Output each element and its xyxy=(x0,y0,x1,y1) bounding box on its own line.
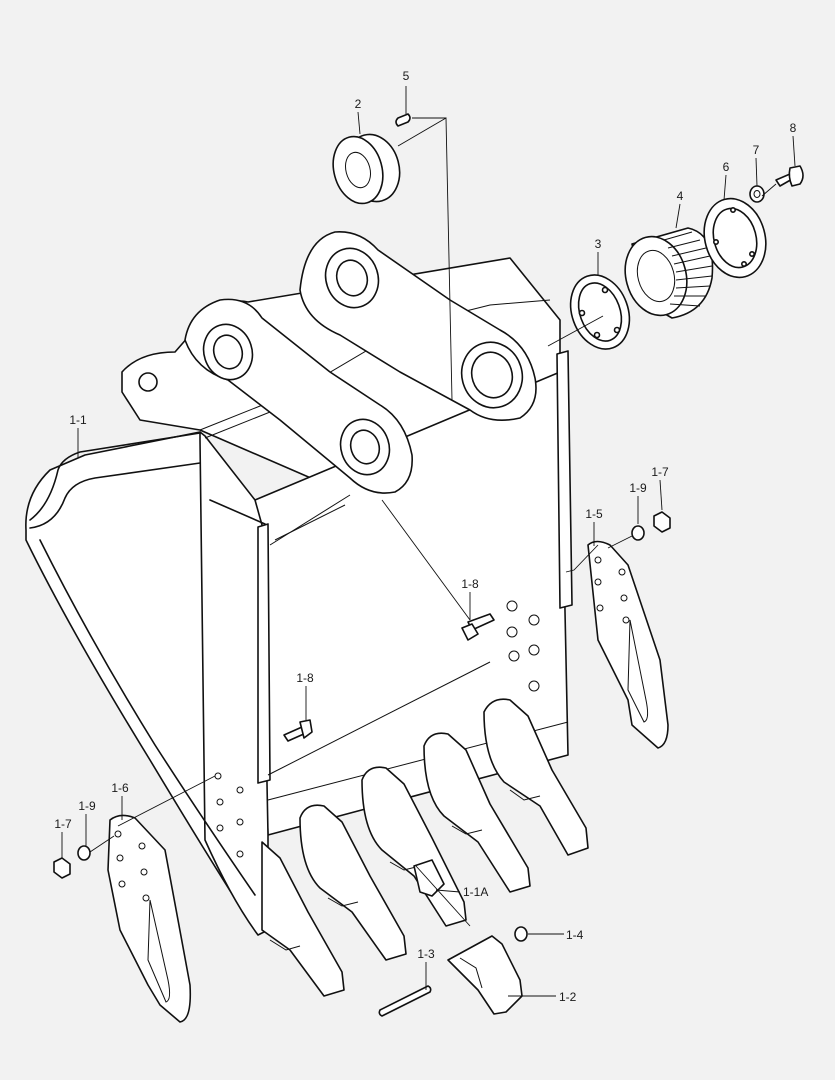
tooth-4 xyxy=(423,732,531,893)
callout-1-8-lower: 1-8 xyxy=(296,671,314,685)
callout-8: 8 xyxy=(790,121,797,135)
callout-5: 5 xyxy=(403,69,410,83)
bolt-8 xyxy=(775,165,804,187)
lock-1-4 xyxy=(514,926,528,942)
callout-1-6: 1-6 xyxy=(111,781,129,795)
callout-1-4: 1-4 xyxy=(566,928,584,942)
callout-1-8-upper: 1-8 xyxy=(461,577,479,591)
side-cutter-1-5 xyxy=(587,540,669,749)
back-plate-hole xyxy=(138,372,158,392)
callout-1-3: 1-3 xyxy=(417,947,435,961)
mounting-holes xyxy=(214,600,540,858)
callout-1-1: 1-1 xyxy=(69,413,87,427)
callout-2: 2 xyxy=(355,97,362,111)
callout-1-7-right: 1-7 xyxy=(651,465,669,479)
washer-1-9-right xyxy=(631,525,645,541)
left-wear-strip xyxy=(257,523,271,784)
bucket-teeth xyxy=(261,698,589,1017)
side-cutter-1-6 xyxy=(107,814,192,1023)
retaining-ring-6 xyxy=(703,197,767,279)
tooth-1 xyxy=(261,841,345,997)
washer-7 xyxy=(749,185,765,203)
leader-lines xyxy=(61,86,796,997)
nut-1-7-left xyxy=(53,857,71,879)
callout-1-2: 1-2 xyxy=(559,990,577,1004)
right-wear-strip xyxy=(556,350,573,609)
callout-4: 4 xyxy=(677,189,684,203)
pin-5 xyxy=(395,113,411,127)
tooth-2 xyxy=(299,804,407,961)
callout-1-5: 1-5 xyxy=(585,507,603,521)
callout-1-7-left: 1-7 xyxy=(54,817,72,831)
callout-1-1A: 1-1A xyxy=(463,885,488,899)
tooth-1-2 xyxy=(447,935,523,1015)
shim-ring-3 xyxy=(569,274,631,350)
hardware-left xyxy=(53,845,91,879)
flanged-bushing-2 xyxy=(332,133,401,205)
tooth-5 xyxy=(483,698,589,856)
hardware-right xyxy=(283,511,671,742)
pin-1-3 xyxy=(378,985,432,1017)
callout-7: 7 xyxy=(753,143,760,157)
callout-6: 6 xyxy=(723,160,730,174)
threaded-collar-4 xyxy=(624,227,714,319)
callout-1-9-right: 1-9 xyxy=(629,481,647,495)
washer-1-9-left xyxy=(77,845,91,861)
nut-1-7-right xyxy=(653,511,671,533)
callout-labels: 5 2 8 7 6 4 3 1-1 1-7 1-9 1-5 1-8 1-8 1-… xyxy=(54,69,796,1004)
callout-1-9-left: 1-9 xyxy=(78,799,96,813)
callout-3: 3 xyxy=(595,237,602,251)
linkage-brackets xyxy=(184,231,537,494)
